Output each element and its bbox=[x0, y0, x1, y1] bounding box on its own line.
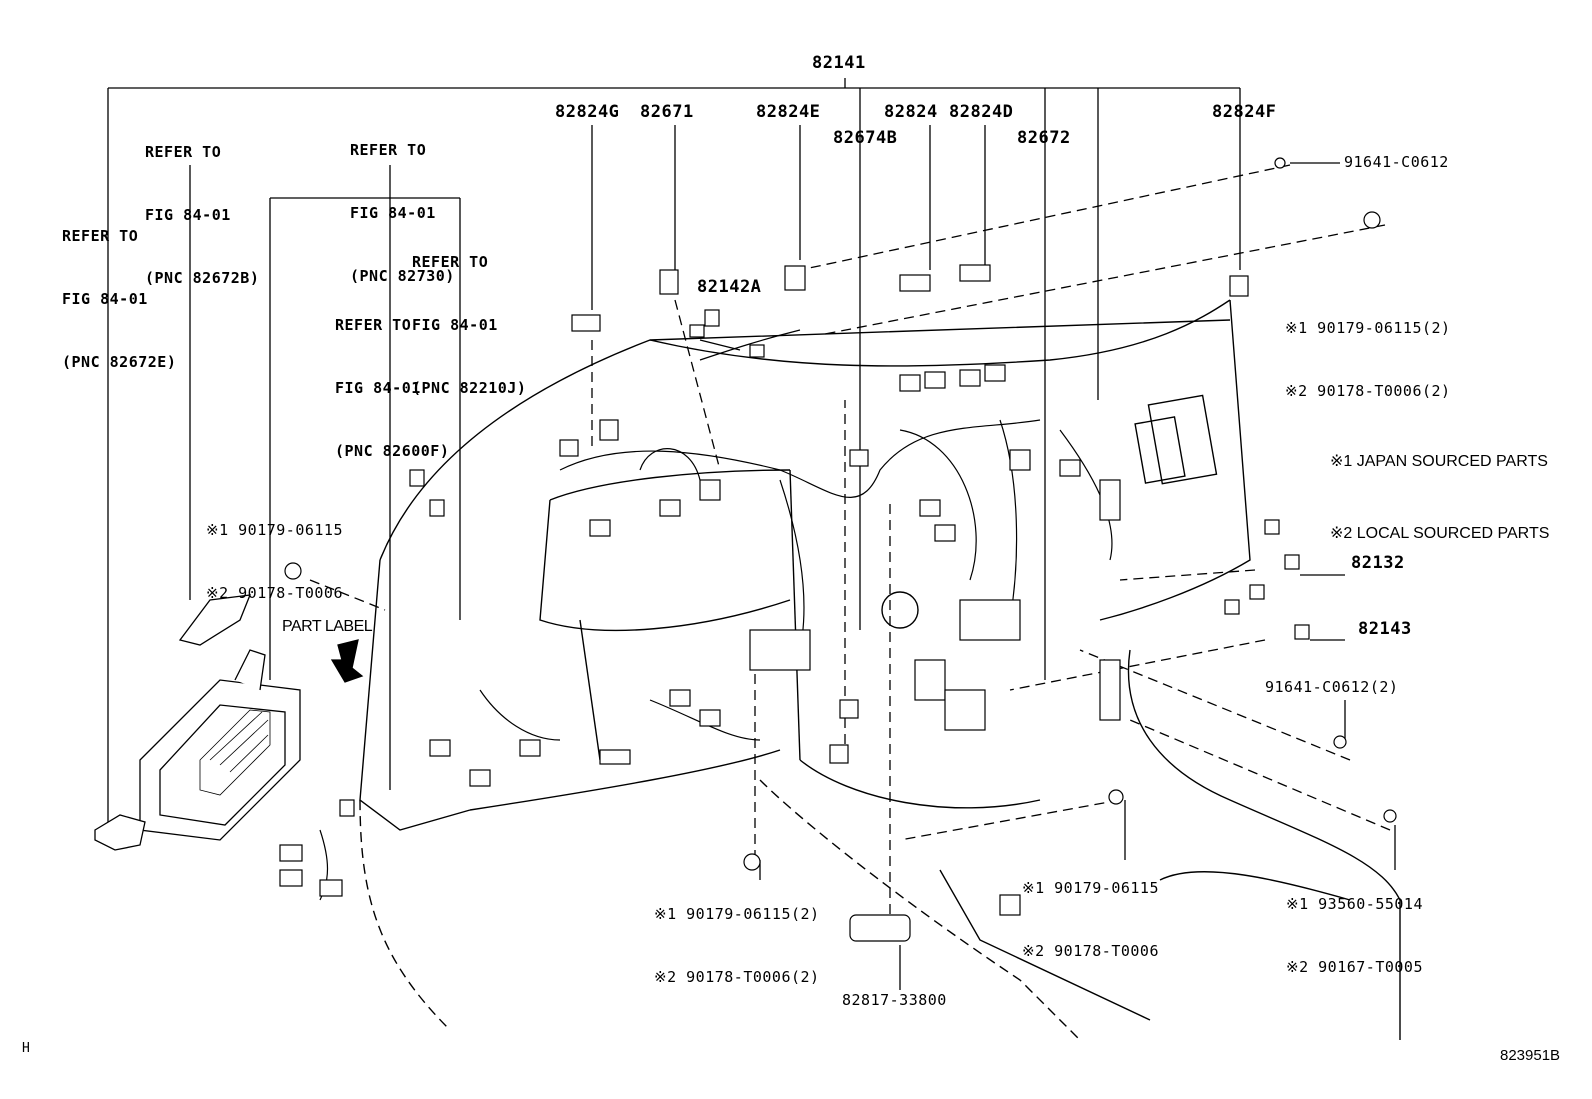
callout-91641-top: 91641-C0612 bbox=[1344, 153, 1449, 171]
refer-block-82730: REFER TO FIG 84-01 (PNC 82730) bbox=[350, 98, 455, 329]
callout-82824F: 82824F bbox=[1212, 102, 1277, 122]
note-bottom-right: ※1 93560-55014 ※2 90167-T0005 bbox=[1286, 852, 1423, 1020]
refer-line: REFER TO bbox=[145, 143, 222, 161]
callout-91641-mid: 91641-C0612(2) bbox=[1265, 678, 1399, 696]
refer-line: (PNC 82210J) bbox=[412, 379, 527, 397]
refer-block-82672B: REFER TO FIG 84-01 (PNC 82672B) bbox=[145, 100, 259, 331]
refer-line: (PNC 82672E) bbox=[62, 353, 177, 371]
junction-block bbox=[94, 594, 301, 851]
callout-82142A: 82142A bbox=[697, 277, 762, 297]
note-bottom-center: ※1 90179-06115(2) ※2 90178-T0006(2) bbox=[654, 862, 820, 1030]
refer-line: (PNC 82600F) bbox=[335, 442, 450, 460]
callout-82143: 82143 bbox=[1358, 619, 1412, 639]
callout-82671: 82671 bbox=[640, 102, 694, 122]
legend: ※1 JAPAN SOURCED PARTS ※2 LOCAL SOURCED … bbox=[1330, 402, 1549, 594]
refer-block-82600F: REFER TO FIG 84-01 (PNC 82600F) bbox=[335, 273, 449, 504]
note-line-1: ※1 93560-55014 bbox=[1286, 895, 1423, 913]
dashboard-outline bbox=[359, 299, 1401, 1041]
refer-block-82672E: REFER TO FIG 84-01 (PNC 82672E) bbox=[62, 184, 176, 415]
refer-line: FIG 84-01 bbox=[145, 206, 231, 224]
refer-block-82210J: REFER TO FIG 84-01 (PNC 82210J) bbox=[412, 210, 526, 441]
refer-line: REFER TO bbox=[350, 141, 427, 159]
callout-82141: 82141 bbox=[812, 53, 866, 73]
callout-82824E: 82824E bbox=[756, 102, 821, 122]
refer-line: REFER TO bbox=[412, 253, 489, 271]
note-line-2: ※2 90178-T0006 bbox=[1022, 942, 1159, 960]
note-line-1: ※1 90179-06115(2) bbox=[1285, 319, 1451, 337]
dashed-leaders bbox=[309, 164, 1391, 930]
note-line-2: ※2 90178-T0006(2) bbox=[654, 968, 820, 986]
refer-line: REFER TO bbox=[62, 227, 139, 245]
legend-local: ※2 LOCAL SOURCED PARTS bbox=[1330, 525, 1550, 542]
refer-line: FIG 84-01 bbox=[335, 379, 421, 397]
part-label-text: PART LABEL bbox=[282, 618, 373, 635]
connectors bbox=[279, 157, 1397, 942]
callout-82824G: 82824G bbox=[555, 102, 620, 122]
refer-line: REFER TO bbox=[335, 316, 412, 334]
callout-82817: 82817-33800 bbox=[842, 991, 947, 1009]
leader-lines bbox=[107, 78, 1396, 990]
note-line-2: ※2 90167-T0005 bbox=[1286, 958, 1423, 976]
note-bottom-mid: ※1 90179-06115 ※2 90178-T0006 bbox=[1022, 836, 1159, 1004]
callout-82132: 82132 bbox=[1351, 553, 1405, 573]
note-left: ※1 90179-06115 ※2 90178-T0006 bbox=[206, 478, 343, 646]
corner-code-left: H bbox=[22, 1041, 30, 1056]
legend-japan: ※1 JAPAN SOURCED PARTS bbox=[1330, 453, 1548, 470]
refer-line: FIG 84-01 bbox=[412, 316, 498, 334]
diagram-id: 823951B bbox=[1500, 1047, 1561, 1064]
note-line-1: ※1 90179-06115 bbox=[206, 521, 343, 539]
callout-82672: 82672 bbox=[1017, 128, 1071, 148]
refer-line: FIG 84-01 bbox=[62, 290, 148, 308]
wire-harness bbox=[319, 329, 1113, 901]
refer-line: (PNC 82730) bbox=[350, 267, 455, 285]
refer-line: FIG 84-01 bbox=[350, 204, 436, 222]
callout-82674B: 82674B bbox=[833, 128, 898, 148]
note-line-1: ※1 90179-06115(2) bbox=[654, 905, 820, 923]
callout-82824: 82824 bbox=[884, 102, 938, 122]
refer-line: (PNC 82672B) bbox=[145, 269, 260, 287]
note-line-1: ※1 90179-06115 bbox=[1022, 879, 1159, 897]
part-label-arrow bbox=[330, 639, 364, 683]
note-line-2: ※2 90178-T0006(2) bbox=[1285, 382, 1451, 400]
callout-82824D: 82824D bbox=[949, 102, 1014, 122]
note-top-right: ※1 90179-06115(2) ※2 90178-T0006(2) bbox=[1285, 276, 1451, 444]
note-line-2: ※2 90178-T0006 bbox=[206, 584, 343, 602]
